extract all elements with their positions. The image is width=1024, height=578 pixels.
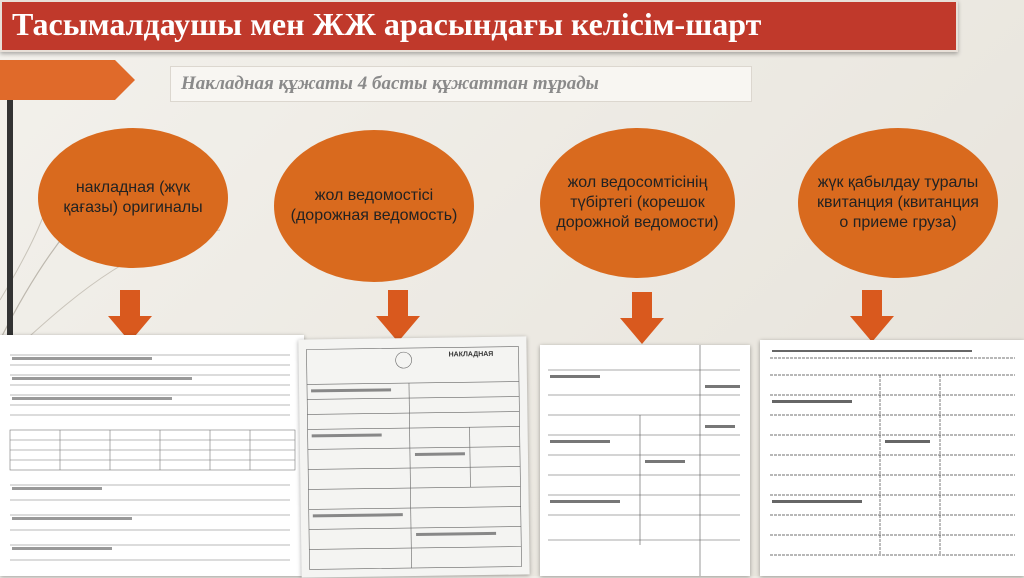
- oval-original-waybill: накладная (жүк қағазы) оригиналы: [38, 128, 228, 268]
- oval-label: накладная (жүк қағазы) оригиналы: [63, 179, 203, 216]
- document-image-road-sheet-stub: [540, 345, 750, 576]
- subtitle: Накладная құжаты 4 басты құжаттан тұрады: [181, 73, 599, 94]
- document-image-cargo-receipt: [760, 340, 1024, 576]
- side-arrow-decoration: [0, 60, 135, 100]
- down-arrow-icon: [108, 290, 152, 342]
- document-heading: НАКЛАДНАЯ: [448, 350, 494, 359]
- title-bar: Тасымалдаушы мен ЖЖ арасындағы келісім-ш…: [0, 0, 958, 52]
- document-image-waybill: [0, 335, 304, 576]
- slide-title: Тасымалдаушы мен ЖЖ арасындағы келісім-ш…: [12, 6, 762, 42]
- oval-road-sheet-stub: жол ведосомтісінің түбіртегі (корешок до…: [540, 128, 735, 278]
- down-arrow-icon: [620, 292, 664, 344]
- oval-label: жүк қабылдау туралы квитанция (квитанция…: [817, 174, 979, 231]
- oval-label: жол ведосомтісінің түбіртегі (корешок до…: [556, 174, 719, 231]
- document-image-road-sheet: НАКЛАДНАЯ: [298, 336, 530, 578]
- oval-cargo-receipt: жүк қабылдау туралы квитанция (квитанция…: [798, 128, 998, 278]
- down-arrow-icon: [850, 290, 894, 342]
- oval-label: жол ведомостісі (дорожная ведомость): [290, 187, 458, 224]
- oval-road-sheet: жол ведомостісі (дорожная ведомость): [274, 130, 474, 282]
- down-arrow-icon: [376, 290, 420, 342]
- subtitle-box: Накладная құжаты 4 басты құжаттан тұрады: [170, 66, 752, 102]
